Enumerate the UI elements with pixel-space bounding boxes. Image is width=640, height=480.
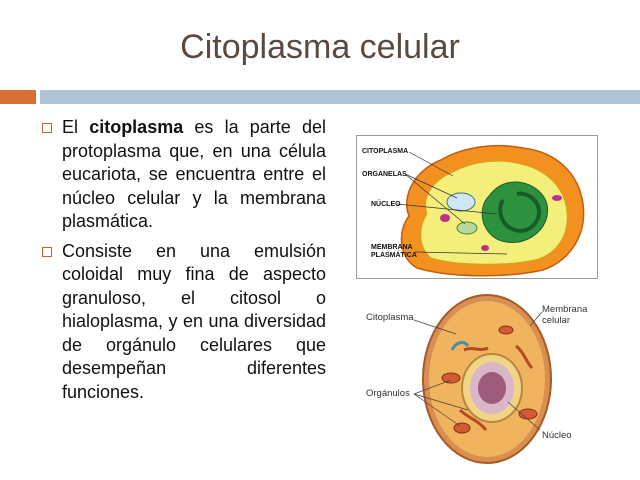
label-plasmatica: PLASMÁTICA: [371, 252, 417, 259]
square-bullet-icon: [42, 246, 52, 257]
label-organelas: ORGANELAS: [362, 171, 407, 178]
accent-bar-blue: [40, 90, 640, 104]
bullet-text: Consiste en una emulsión coloidal muy fi…: [62, 240, 326, 402]
label-membrana: Membrana: [542, 304, 588, 315]
label-celular: celular: [542, 315, 570, 326]
cell-diagram-bottom: Citoplasma Membrana celular Orgánulos Nú…: [356, 290, 626, 470]
label-organulos: Orgánulos: [366, 388, 410, 399]
bullet-text-bold: citoplasma: [89, 117, 184, 137]
cell-illustration-top: [396, 144, 585, 277]
cell-diagram-top: CITOPLASMA ORGANELAS NÚCLEO MEMBRANA PLA…: [356, 135, 598, 279]
cell-illustration-bottom: [413, 294, 552, 464]
bullet-text-rest: es la parte del protoplasma que, en una …: [62, 117, 326, 231]
bullet-item: El citoplasma es la parte del protoplasm…: [40, 116, 326, 234]
bullet-item: Consiste en una emulsión coloidal muy fi…: [40, 240, 326, 405]
accent-bar-orange: [0, 90, 36, 104]
label-nucleo: NÚCLEO: [371, 201, 401, 208]
bullet-text: El citoplasma es la parte del protoplasm…: [62, 116, 326, 234]
label-nucleo: Núcleo: [542, 430, 572, 441]
slide-title: Citoplasma celular: [180, 28, 460, 66]
label-membrana: MEMBRANA: [371, 244, 413, 251]
label-citoplasma: CITOPLASMA: [362, 148, 409, 155]
label-citoplasma: Citoplasma: [366, 312, 414, 323]
square-bullet-icon: [42, 123, 52, 133]
bullet-text-lead: El: [62, 117, 90, 137]
bullet-list: El citoplasma es la parte del protoplasm…: [40, 116, 326, 410]
